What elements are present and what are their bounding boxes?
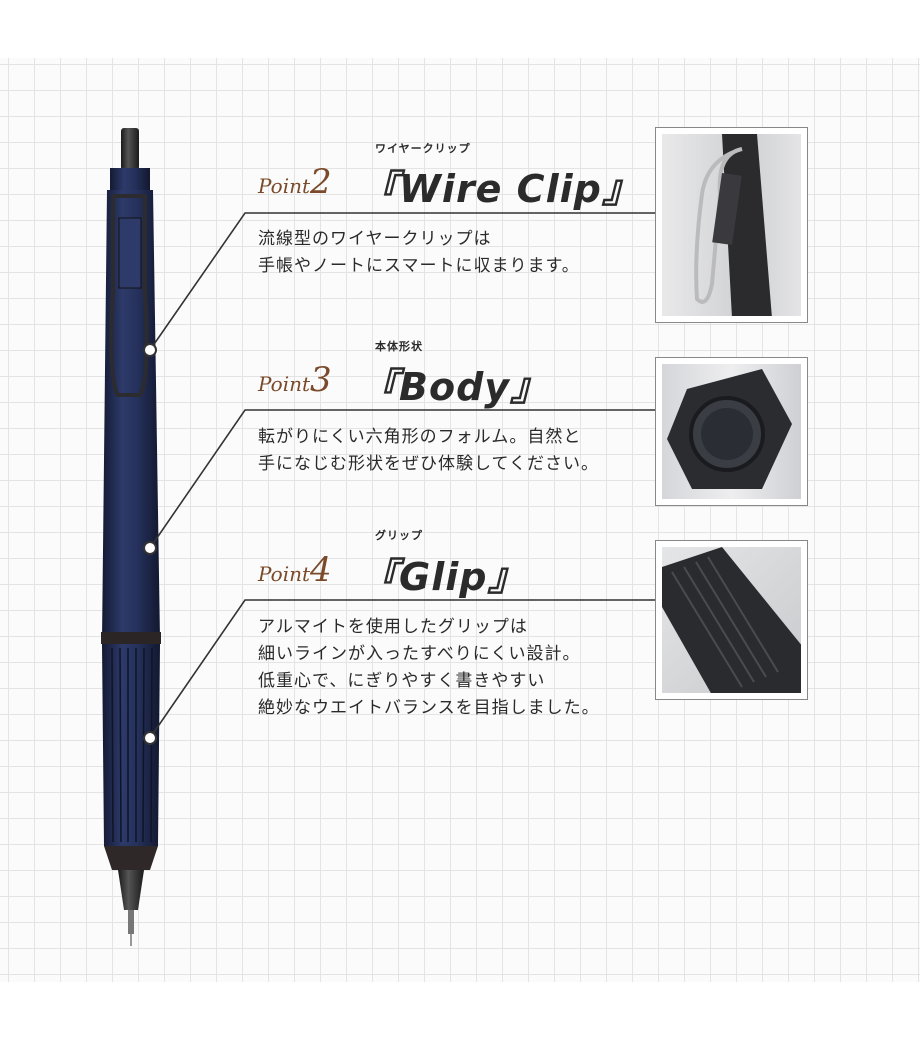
- point-2-ruby: ワイヤークリップ: [375, 142, 471, 155]
- body-photo: [655, 357, 808, 506]
- point-4-ruby: グリップ: [375, 529, 423, 542]
- pen-wire-clip: [109, 194, 149, 397]
- leader-dots: [143, 343, 157, 745]
- pen-ring: [101, 632, 161, 644]
- wire-clip-photo: [655, 127, 808, 323]
- point-3-ruby: 本体形状: [375, 340, 423, 353]
- pen-cone: [104, 846, 158, 870]
- point-2-label: Point2: [258, 162, 332, 202]
- point-2-title: 『Wire Clip』: [360, 167, 641, 211]
- leader-lines: [149, 212, 655, 739]
- grip-photo: [655, 540, 808, 700]
- pen-knock: [121, 128, 139, 170]
- pen-top: [110, 168, 150, 190]
- point-4-description: アルマイトを使用したグリップは細いラインが入ったすべりにくい設計。 低重心で、に…: [258, 617, 600, 718]
- pen-tip: [118, 870, 144, 910]
- point-3-title: 『Body』: [360, 365, 550, 409]
- point-3-label: Point3: [258, 360, 332, 400]
- point-3-description: 転がりにくい六角形のフォルム。自然と手になじむ形状をぜひ体験してください。: [258, 427, 599, 474]
- point-4-title: 『Glip』: [360, 555, 527, 599]
- point-4-label: Point4: [258, 550, 332, 590]
- pen-grip: [102, 644, 160, 846]
- pen: [101, 128, 161, 946]
- point-2-description: 流線型のワイヤークリップは手帳やノートにスマートに収まります。: [258, 229, 580, 276]
